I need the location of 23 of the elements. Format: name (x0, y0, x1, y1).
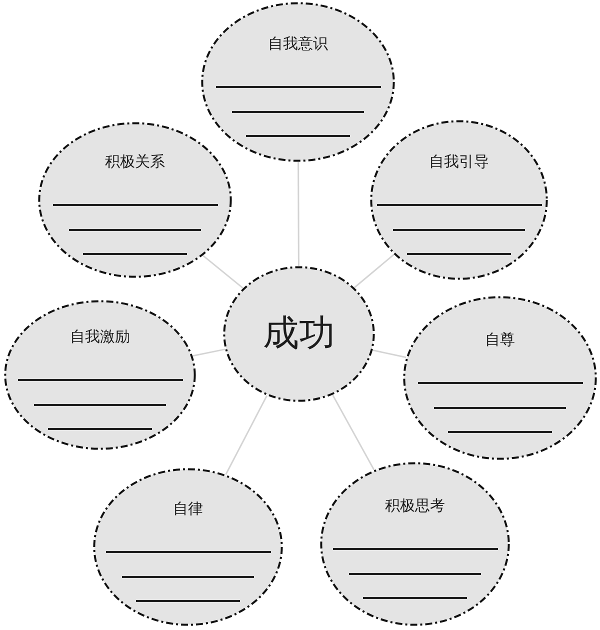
bubble-title: 自我激励 (70, 330, 130, 344)
bubble-title: 积极关系 (105, 154, 165, 170)
bubble (93, 468, 283, 626)
bubble-title: 自律 (173, 502, 203, 516)
bubble (403, 296, 597, 460)
bubble (320, 462, 510, 626)
bubble-title: 积极思考 (385, 498, 445, 514)
connector-line (225, 395, 268, 475)
bubble (4, 300, 196, 450)
bubble (370, 120, 548, 280)
bubble (201, 2, 395, 162)
bubble (38, 122, 232, 278)
bubble-title: 自我意识 (268, 36, 328, 52)
center-bubble (223, 266, 375, 402)
connector-line (372, 349, 406, 358)
connector-line (192, 348, 226, 357)
connector-line (202, 255, 244, 289)
connector-line (354, 254, 394, 288)
bubble-title: 自尊 (485, 332, 515, 348)
connector-line (332, 394, 375, 470)
connector-line (298, 162, 300, 266)
center-label: 成功 (263, 316, 335, 352)
bubble-title: 自我引导 (429, 154, 489, 170)
